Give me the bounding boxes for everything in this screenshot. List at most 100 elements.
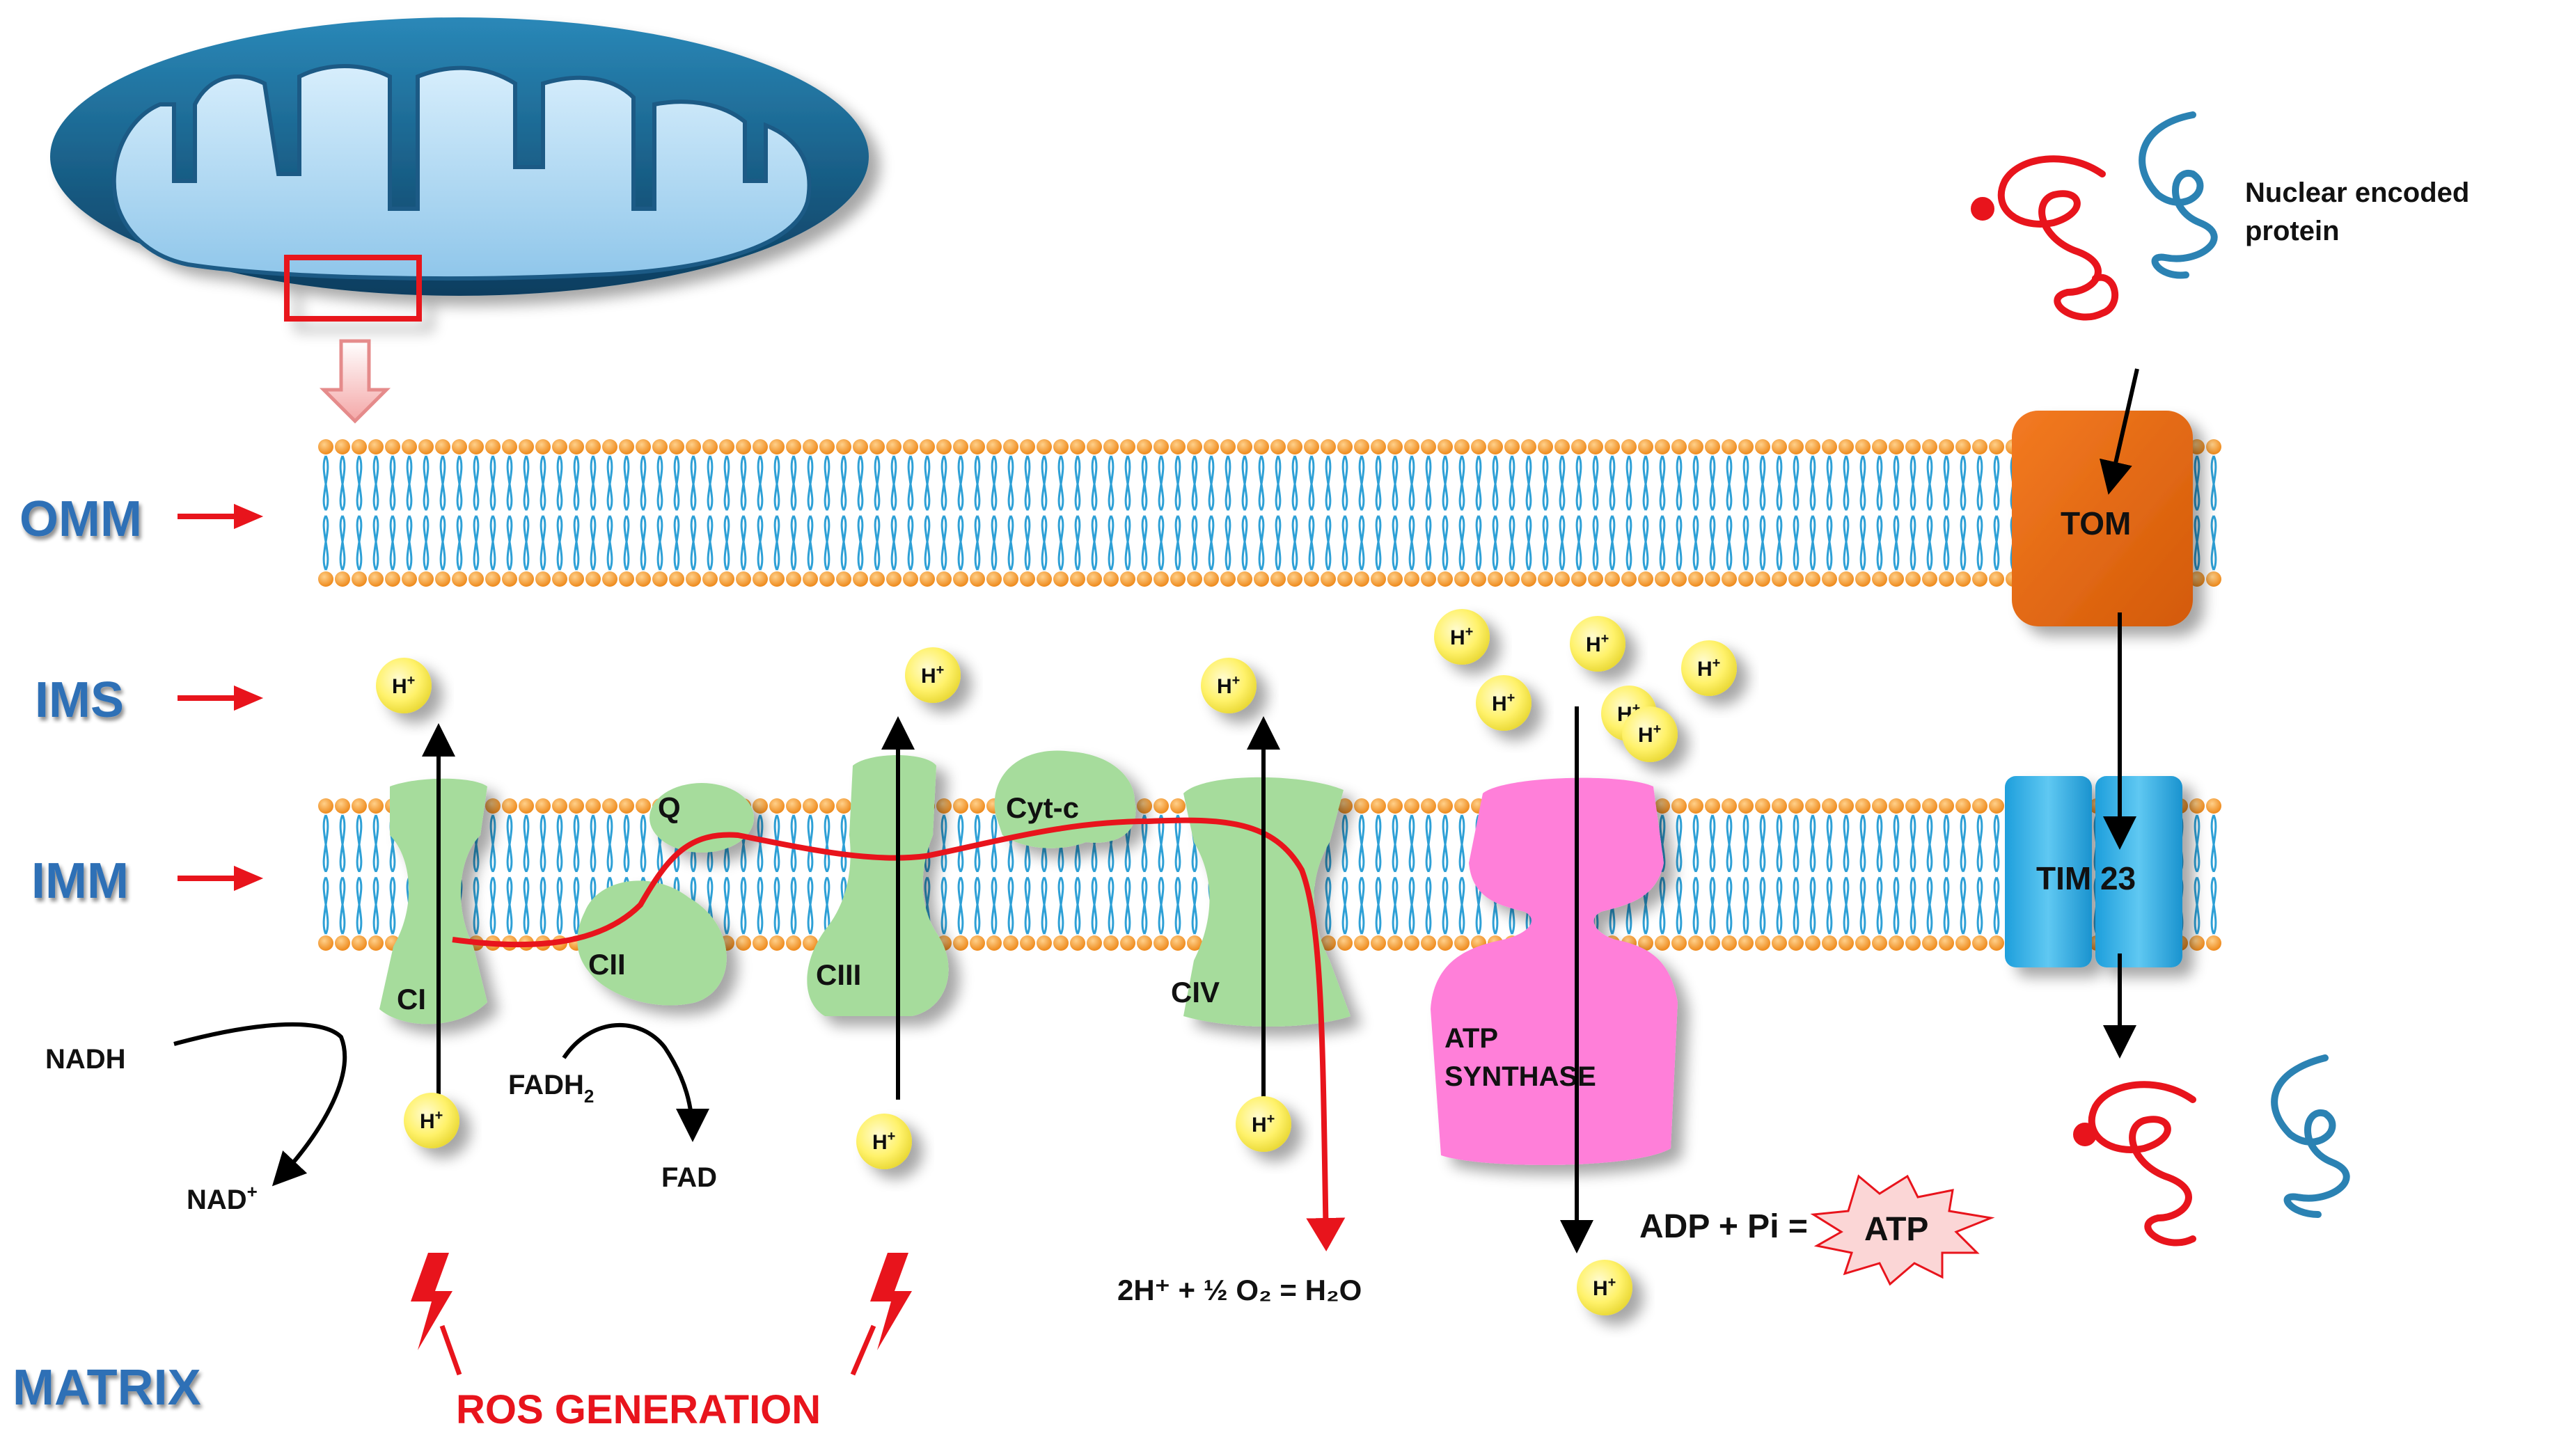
lipid-head	[819, 439, 835, 454]
lipid-head	[602, 798, 617, 814]
lipid-head	[920, 439, 935, 454]
lipid-head	[769, 935, 785, 951]
lipid-head	[1454, 439, 1470, 454]
lipid-head	[1638, 571, 1653, 587]
lipid-head	[1471, 439, 1486, 454]
lipid-head	[1003, 571, 1018, 587]
proton-layer: H+H+H+H+H+H+H+H+H+H+H+H+H+	[376, 609, 1737, 1315]
lipid-head	[1187, 935, 1202, 951]
lipid-head	[1454, 798, 1470, 814]
atp-synthase	[1431, 777, 1678, 1165]
lipid-head	[1738, 935, 1754, 951]
lipid-head	[502, 798, 517, 814]
lipid-head	[585, 439, 601, 454]
atp-synthase-label-line1: ATP	[1444, 1023, 1498, 1054]
lipid-head	[318, 571, 333, 587]
lipid-head	[1922, 798, 1937, 814]
lipid-head	[853, 571, 868, 587]
lipid-head	[1103, 935, 1119, 951]
proton-label: H+	[1252, 1111, 1275, 1137]
lipid-head	[1905, 571, 1921, 587]
ros-lightning-left	[411, 1253, 452, 1350]
lipid-head	[418, 571, 434, 587]
q-label: Q	[658, 791, 681, 824]
lipid-head	[435, 439, 450, 454]
lipid-head	[1153, 935, 1169, 951]
nuclear-protein-blue-bottom	[2271, 1054, 2350, 1218]
lipid-head	[2189, 798, 2205, 814]
lipid-head	[1939, 571, 1954, 587]
lipid-head	[335, 798, 350, 814]
proton-label: H+	[1638, 722, 1661, 747]
atp-equation: ADP + Pi =	[1639, 1208, 1808, 1245]
tim23-label: TIM 23	[2036, 860, 2136, 896]
complex-ii-label: CII	[588, 948, 626, 981]
atp-starburst	[1810, 1174, 1995, 1286]
lipid-head	[352, 439, 367, 454]
lipid-head	[1738, 798, 1754, 814]
lipid-head	[1254, 571, 1269, 587]
lipid-head	[970, 571, 985, 587]
proton-label: H+	[921, 663, 944, 688]
lipid-head	[1471, 571, 1486, 587]
lipid-head	[1204, 439, 1219, 454]
lipid-head	[1304, 571, 1319, 587]
lipid-head	[1621, 571, 1637, 587]
lipid-head	[1705, 439, 1720, 454]
ims-label: IMS	[35, 672, 124, 728]
lipid-head	[1020, 439, 1035, 454]
lipid-head	[886, 439, 901, 454]
lipid-head	[1705, 571, 1720, 587]
lipid-head	[953, 798, 968, 814]
lipid-head	[936, 439, 952, 454]
complex-iv	[1183, 777, 1351, 1027]
lipid-head	[1989, 935, 2004, 951]
lipid-head	[1387, 935, 1403, 951]
lipid-head	[1087, 439, 1102, 454]
complex-iii	[807, 755, 949, 1016]
proton-icon: H+	[905, 647, 961, 703]
lipid-head	[652, 571, 668, 587]
lipid-head	[1738, 571, 1754, 587]
lipid-head	[418, 439, 434, 454]
lipid-head	[335, 439, 350, 454]
lipid-head	[1220, 439, 1236, 454]
lipid-head	[1671, 798, 1687, 814]
proton-icon: H+	[1622, 706, 1678, 762]
lipid-head	[1538, 439, 1553, 454]
lipid-head	[1454, 571, 1470, 587]
lipid-head	[1939, 439, 1954, 454]
lipid-head	[1688, 571, 1703, 587]
lipid-head	[719, 571, 734, 587]
lipid-head	[1438, 798, 1453, 814]
lipid-head	[953, 935, 968, 951]
lipid-head	[753, 439, 768, 454]
lipid-head	[368, 439, 384, 454]
proton-icon: H+	[404, 1093, 459, 1148]
lipid-head	[1655, 798, 1670, 814]
lipid-head	[1989, 439, 2004, 454]
lipid-head	[1170, 798, 1186, 814]
proton-label: H+	[1697, 656, 1720, 681]
proton-label: H+	[1217, 673, 1240, 698]
lipid-head	[535, 798, 551, 814]
lipid-head	[1972, 935, 1987, 951]
proton-icon: H+	[1236, 1096, 1291, 1152]
lipid-head	[1722, 798, 1737, 814]
lipid-head	[1220, 571, 1236, 587]
lipid-head	[1889, 571, 1904, 587]
lipid-head	[1053, 439, 1069, 454]
lipid-head	[636, 798, 651, 814]
lipid-head	[702, 439, 718, 454]
lipid-head	[1972, 798, 1987, 814]
proton-icon: H+	[1434, 609, 1490, 665]
proton-icon: H+	[1570, 616, 1625, 672]
lipid-head	[803, 935, 818, 951]
lipid-head	[585, 571, 601, 587]
lipid-head	[1671, 439, 1687, 454]
lipid-head	[1638, 439, 1653, 454]
lipid-head	[502, 439, 517, 454]
lipid-head	[1822, 798, 1837, 814]
lipid-head	[1838, 798, 1854, 814]
